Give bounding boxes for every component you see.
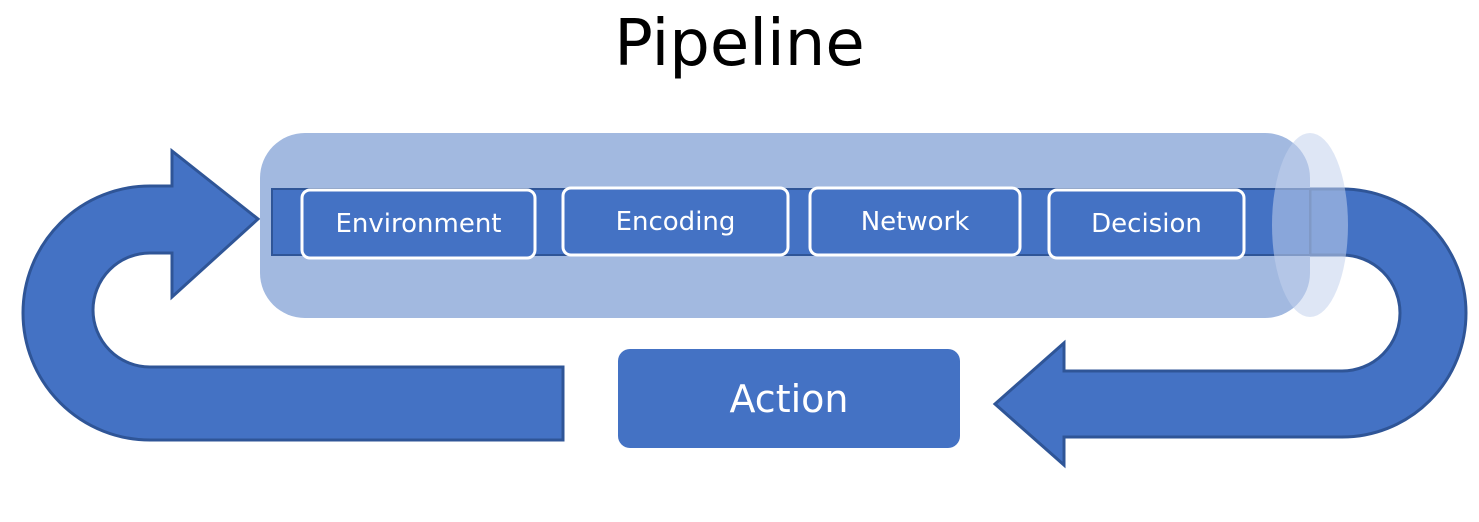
stage-label-decision: Decision <box>1091 209 1202 239</box>
diagram-title: Pipeline <box>614 7 865 81</box>
stage-label-encoding: Encoding <box>615 206 736 237</box>
pipe-end <box>1272 133 1348 317</box>
stage-box-encoding <box>561 186 790 257</box>
action-box <box>618 349 960 448</box>
stage-label-environment: Environment <box>335 209 502 239</box>
return-arrow-right <box>992 187 1468 469</box>
action-label: Action <box>729 376 849 421</box>
return-arrow-left <box>21 147 565 442</box>
stage-box-network <box>808 186 1022 257</box>
stage-label-network: Network <box>860 206 970 237</box>
stage-box-environment <box>300 188 537 260</box>
stage-box-decision <box>1047 188 1246 260</box>
